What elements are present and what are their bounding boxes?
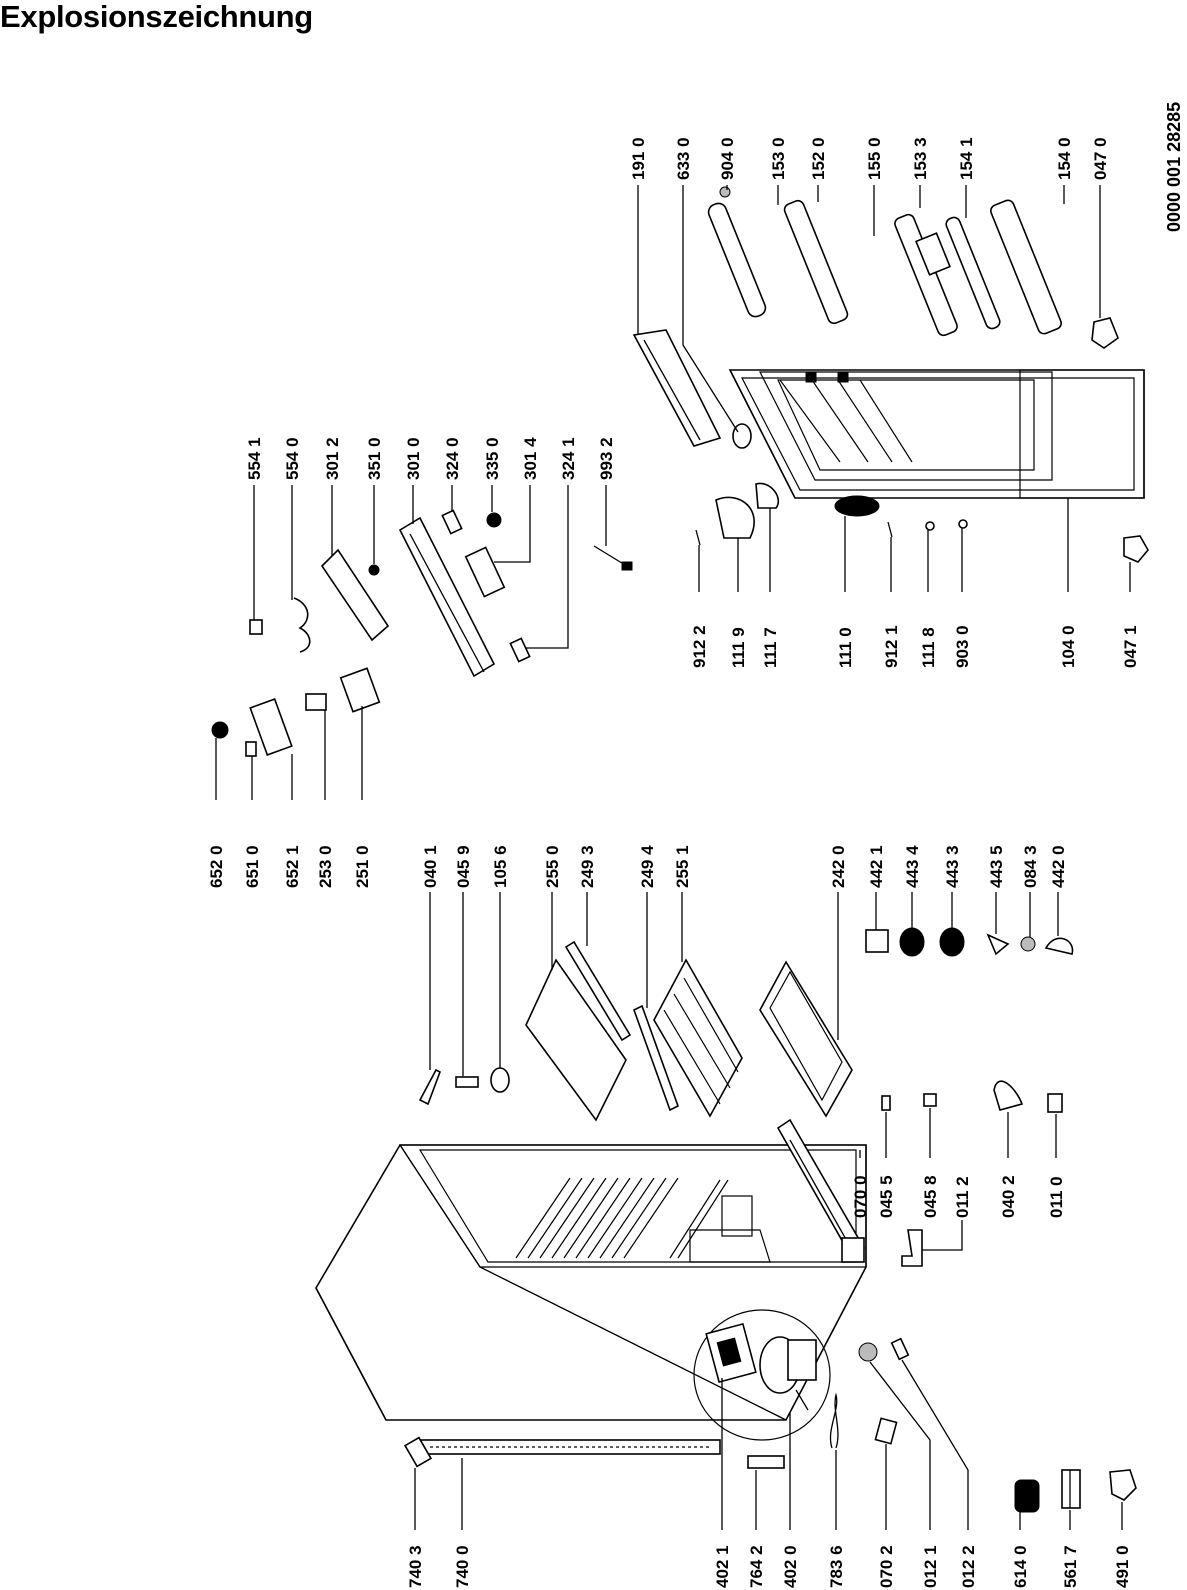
label-251-0: 251 0: [353, 845, 372, 888]
label-012-2: 012 2: [959, 1545, 978, 1588]
shelves-drawing: [418, 927, 1074, 1122]
label-651-0: 651 0: [243, 845, 262, 888]
label-335-0: 335 0: [483, 437, 502, 480]
label-045-9: 045 9: [454, 845, 473, 888]
label-011-0: 011 0: [1047, 1176, 1066, 1218]
label-011-2: 011 2: [953, 1176, 972, 1218]
label-084-3: 084 3: [1021, 845, 1040, 888]
label-301-2: 301 2: [323, 437, 342, 480]
label-249-4: 249 4: [638, 845, 657, 888]
label-070-0: 070 0: [851, 1175, 870, 1218]
label-153-3: 153 3: [911, 137, 930, 180]
label-904-0: 904 0: [718, 137, 737, 180]
label-154-0: 154 0: [1055, 137, 1074, 180]
door-drawing: [632, 186, 1149, 563]
label-443-3: 443 3: [943, 845, 962, 888]
label-351-0: 351 0: [365, 437, 384, 480]
label-764-2: 764 2: [747, 1545, 766, 1588]
label-045-5: 045 5: [877, 1175, 896, 1218]
document-number: 0000 001 28285: [1164, 102, 1184, 232]
label-903-0: 903 0: [953, 625, 972, 668]
part-labels: 740 3 740 0 402 1 764 2 402 0 783 6 070 …: [207, 102, 1184, 1588]
label-402-1: 402 1: [713, 1545, 732, 1588]
label-047-1: 047 1: [1121, 625, 1140, 668]
label-047-0: 047 0: [1091, 137, 1110, 180]
label-652-0: 652 0: [207, 845, 226, 888]
label-443-5: 443 5: [987, 845, 1006, 888]
label-191-0: 191 0: [629, 137, 648, 180]
label-554-1: 554 1: [245, 437, 264, 480]
label-105-6: 105 6: [491, 845, 510, 888]
label-012-1: 012 1: [921, 1545, 940, 1588]
label-155-0: 155 0: [865, 137, 884, 180]
label-324-0: 324 0: [443, 437, 462, 480]
label-111-0: 111 0: [836, 627, 855, 668]
label-111-9: 111 9: [729, 627, 748, 668]
label-040-2: 040 2: [999, 1175, 1018, 1218]
label-242-0: 242 0: [829, 845, 848, 888]
label-443-4: 443 4: [903, 845, 922, 888]
label-255-1: 255 1: [673, 845, 692, 888]
label-152-0: 152 0: [809, 137, 828, 180]
cabinet-drawing: [315, 1118, 1137, 1513]
label-045-8: 045 8: [921, 1175, 940, 1218]
label-301-4: 301 4: [521, 437, 540, 480]
label-491-0: 491 0: [1113, 1545, 1132, 1588]
label-253-0: 253 0: [316, 845, 335, 888]
page-title: Explosionszeichnung: [0, 0, 313, 34]
label-740-0: 740 0: [453, 1545, 472, 1588]
label-442-1: 442 1: [867, 845, 886, 888]
label-993-2: 993 2: [597, 437, 616, 480]
label-561-7: 561 7: [1061, 1545, 1080, 1588]
label-740-3: 740 3: [406, 1545, 425, 1588]
label-554-0: 554 0: [283, 437, 302, 480]
label-104-0: 104 0: [1059, 625, 1078, 668]
label-633-0: 633 0: [674, 137, 693, 180]
label-111-8: 111 8: [919, 627, 938, 668]
label-255-0: 255 0: [543, 845, 562, 888]
label-111-7: 111 7: [761, 627, 780, 668]
label-614-0: 614 0: [1011, 1545, 1030, 1588]
label-912-2: 912 2: [690, 625, 709, 668]
label-324-1: 324 1: [559, 437, 578, 480]
label-154-1: 154 1: [957, 137, 976, 180]
label-402-0: 402 0: [781, 1545, 800, 1588]
label-442-0: 442 0: [1049, 845, 1068, 888]
label-153-0: 153 0: [769, 137, 788, 180]
leader-lines: [215, 185, 1131, 1530]
label-249-3: 249 3: [578, 845, 597, 888]
label-783-6: 783 6: [827, 1545, 846, 1588]
label-652-1: 652 1: [283, 845, 302, 888]
label-070-2: 070 2: [877, 1545, 896, 1588]
label-301-0: 301 0: [404, 437, 423, 480]
label-912-1: 912 1: [882, 625, 901, 668]
label-040-1: 040 1: [421, 845, 440, 888]
control-panel-drawing: [211, 509, 633, 757]
